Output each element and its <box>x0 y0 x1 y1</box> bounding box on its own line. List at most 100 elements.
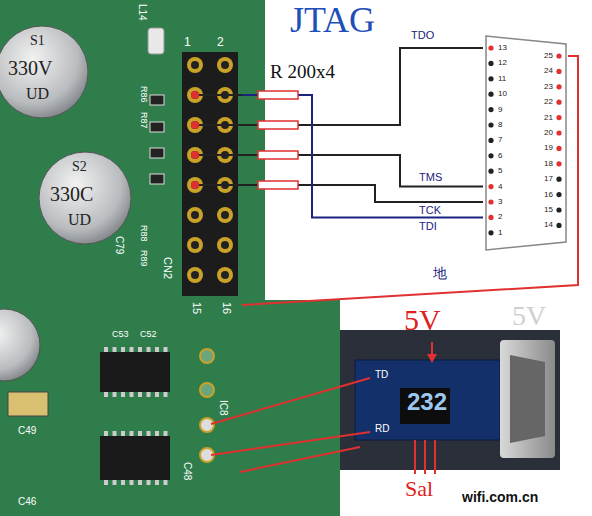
header-pin <box>187 237 203 253</box>
pad <box>200 349 214 363</box>
silkscreen-label: 16 <box>221 302 232 314</box>
pin-number: 9 <box>498 106 502 114</box>
signal-name: TDO <box>410 30 435 41</box>
chip-leg <box>155 480 159 485</box>
chip-leg <box>138 480 142 485</box>
chip-leg <box>138 392 142 397</box>
pin-hole <box>221 61 229 69</box>
pin-dot <box>556 100 561 105</box>
pin-dot <box>556 207 561 212</box>
pin-dot <box>488 215 493 220</box>
chip-leg <box>164 431 168 436</box>
pin-dot <box>488 199 493 204</box>
lead-wire <box>240 447 360 472</box>
chip-leg <box>121 347 125 352</box>
pin-dot <box>488 153 493 158</box>
pin-dot <box>191 91 199 99</box>
pin-dot <box>556 146 561 151</box>
watermark: wifi.com.cn <box>462 490 538 504</box>
capacitor-marking: 330V <box>8 58 52 78</box>
ic-chip <box>100 352 170 392</box>
pin-number: 16 <box>544 191 553 199</box>
part-name: C46 <box>18 497 36 507</box>
pin-number: 3 <box>498 198 502 206</box>
pin-dot <box>488 122 493 127</box>
part-name: R88 <box>139 225 148 242</box>
chip-leg <box>121 392 125 397</box>
chip-leg <box>130 347 134 352</box>
chip-leg <box>147 431 151 436</box>
jtag-wire <box>242 48 483 125</box>
pin-number: 22 <box>544 98 553 106</box>
resistor-pack <box>150 95 164 105</box>
lead-wire <box>211 432 370 455</box>
pin-hole <box>191 61 199 69</box>
module-label: 232 <box>407 390 447 414</box>
wire <box>195 94 242 96</box>
pin-label: Sal <box>405 478 433 500</box>
resistor-pack <box>150 174 164 184</box>
lead-wire <box>434 440 436 474</box>
resistor-value: R 200x4 <box>270 62 335 81</box>
module-label: RD <box>375 424 389 434</box>
part-name: C48 <box>182 462 192 480</box>
db9-shell <box>510 355 545 443</box>
pin-number: 6 <box>498 152 502 160</box>
chip-leg <box>155 431 159 436</box>
lead-wire <box>424 440 426 474</box>
pin-number: 14 <box>544 221 553 229</box>
arrowhead <box>427 354 437 363</box>
part-name: R87 <box>139 112 148 129</box>
voltage-label: 5V <box>404 305 441 335</box>
jtag-header-body <box>182 52 238 296</box>
pin-dot <box>556 223 561 228</box>
lead-wire <box>211 378 370 424</box>
chip-leg <box>130 431 134 436</box>
pin-dot <box>191 181 199 189</box>
pin-number: 4 <box>498 183 502 191</box>
pin-dot <box>556 130 561 135</box>
pin-number: 23 <box>544 83 553 91</box>
header-pins <box>187 57 233 283</box>
pin-number: 10 <box>498 90 507 98</box>
wire <box>195 124 242 126</box>
db25-port: 1312111098765432125242322212019181716151… <box>483 38 568 250</box>
chip-leg <box>113 392 117 397</box>
pin-number: 1 <box>498 229 502 237</box>
wire <box>195 184 242 186</box>
chip-leg <box>130 480 134 485</box>
pin-dot <box>488 61 493 66</box>
db9-connector <box>500 340 555 458</box>
chip-legs <box>104 347 168 485</box>
pin-number: 17 <box>544 175 553 183</box>
chip-leg <box>104 431 108 436</box>
signal-name: TDI <box>418 221 438 232</box>
pin-dots <box>191 45 562 235</box>
resistor-symbol <box>258 121 298 129</box>
part-name: C52 <box>140 330 157 339</box>
resistor-symbol <box>258 151 298 159</box>
jtag-header: 12CN21516 <box>160 32 242 324</box>
resistor-pack <box>150 148 164 158</box>
chip-leg <box>164 347 168 352</box>
capacitor-marking: UD <box>68 212 91 228</box>
silkscreen-label: 15 <box>191 302 202 314</box>
capacitor <box>39 152 131 244</box>
lead-wire <box>414 440 416 474</box>
module-label: TD <box>375 370 388 380</box>
pin-hole <box>221 271 229 279</box>
pin-number: 19 <box>544 144 553 152</box>
part-name: R86 <box>139 86 148 103</box>
capacitor <box>0 309 40 381</box>
pin-dot <box>488 138 493 143</box>
pad <box>200 383 214 397</box>
pin-number: 12 <box>498 59 507 67</box>
wire <box>195 154 242 156</box>
pin-hole <box>221 211 229 219</box>
resistor-symbol <box>258 91 298 99</box>
pin-number: 5 <box>498 167 502 175</box>
chip-leg <box>147 347 151 352</box>
pin-number: 21 <box>544 114 553 122</box>
silkscreen-label: CN2 <box>162 257 173 279</box>
resistors <box>195 91 298 189</box>
